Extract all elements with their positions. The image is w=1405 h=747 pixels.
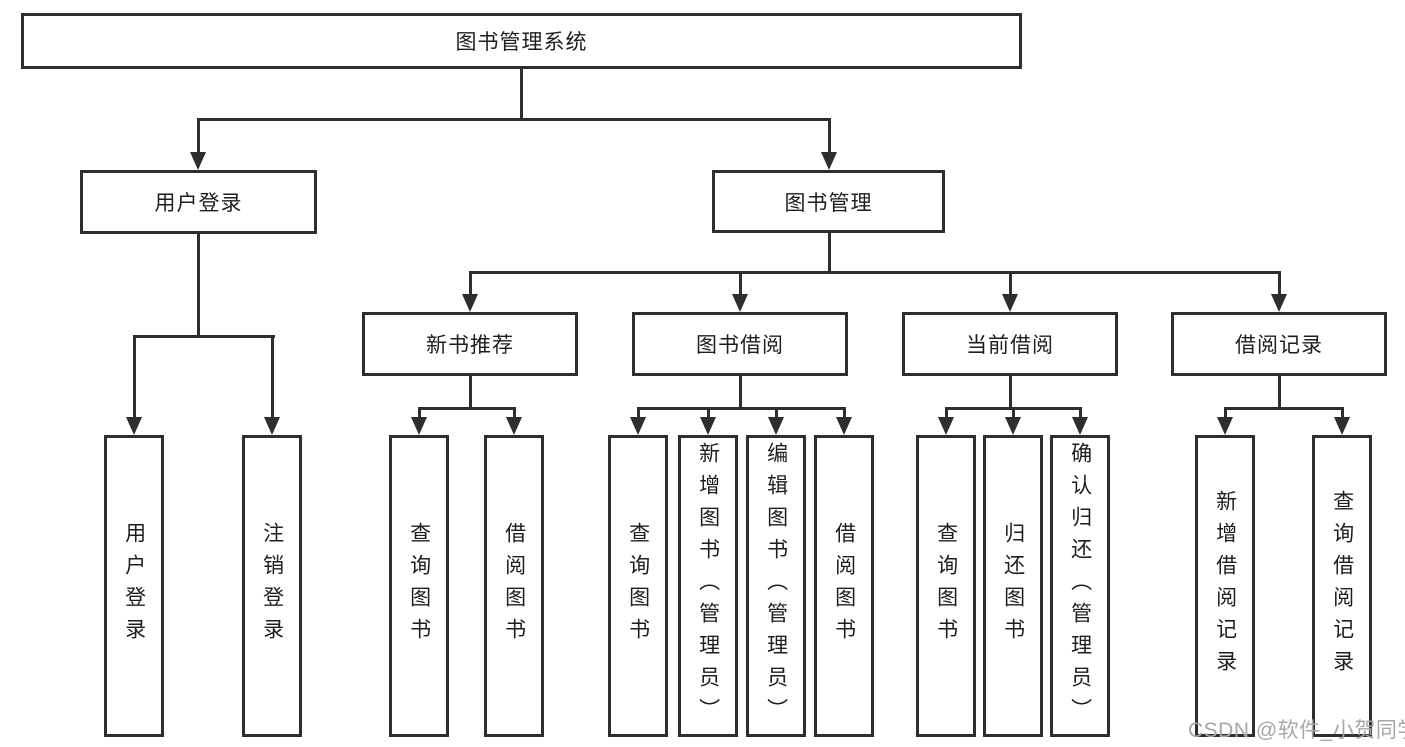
leaf-add-books-admin: 新增图书（管理员）	[678, 435, 738, 737]
leaf-user-login: 用户登录	[104, 435, 164, 737]
arrowhead	[1217, 417, 1233, 435]
connector-drop	[418, 407, 421, 420]
node-label: 图书管理系统	[455, 31, 588, 54]
node-label: 确认归还（管理员）	[1068, 442, 1092, 730]
leaf-query-books-recommend: 查询图书	[389, 435, 449, 737]
node-label: 查询图书	[934, 522, 958, 650]
leaf-edit-books-admin: 编辑图书（管理员）	[746, 435, 806, 737]
connector-new-book-stem	[469, 376, 472, 408]
leaf-borrow-books-recommend: 借阅图书	[484, 435, 544, 737]
leaf-return-books: 归还图书	[983, 435, 1043, 737]
connector-drop-book-borrow	[739, 271, 742, 296]
connector-drop	[1079, 407, 1082, 420]
connector-drop-logout	[271, 335, 274, 419]
arrowhead	[1072, 417, 1088, 435]
connector-book-mgmt-rail	[469, 271, 1281, 274]
arrowhead	[700, 417, 716, 435]
node-label: 借阅图书	[502, 522, 526, 650]
arrowhead	[462, 294, 478, 312]
node-label: 归还图书	[1001, 522, 1025, 650]
connector-root-stem	[520, 69, 523, 118]
arrowhead	[630, 417, 646, 435]
arrowhead	[938, 417, 954, 435]
connector-drop-book-management	[828, 118, 831, 154]
leaf-query-books-borrowing: 查询图书	[608, 435, 668, 737]
connector-drop-login	[133, 335, 136, 419]
node-label: 查询图书	[407, 522, 431, 650]
connector-drop	[945, 407, 948, 420]
leaf-query-borrow-record: 查询借阅记录	[1312, 435, 1372, 737]
node-label: 用户登录	[122, 522, 146, 650]
leaf-borrow-books-borrowing: 借阅图书	[814, 435, 874, 737]
connector-drop-current-borrow	[1009, 271, 1012, 296]
arrowhead	[506, 417, 522, 435]
node-new-book-recommendation: 新书推荐	[362, 312, 578, 376]
node-label: 查询借阅记录	[1330, 490, 1354, 682]
node-label: 当前借阅	[966, 334, 1054, 357]
node-label: 查询图书	[626, 522, 650, 650]
node-label: 用户登录	[154, 192, 243, 215]
connector-user-login-rail	[133, 335, 275, 338]
node-borrowing-records: 借阅记录	[1171, 312, 1387, 376]
leaf-logout: 注销登录	[242, 435, 302, 737]
arrowhead	[126, 417, 142, 435]
arrowhead	[1271, 294, 1287, 312]
connector-new-book-rail	[418, 407, 516, 410]
arrowhead	[190, 152, 206, 170]
node-label: 新增借阅记录	[1213, 490, 1237, 682]
arrowhead	[768, 417, 784, 435]
watermark: CSDN @软件_小贺同学	[1188, 719, 1405, 742]
arrowhead	[732, 294, 748, 312]
node-book-management: 图书管理	[712, 170, 945, 233]
connector-book-borrow-rail	[637, 407, 846, 410]
connector-drop-borrow-records	[1278, 271, 1281, 296]
connector-drop	[775, 407, 778, 420]
connector-borrow-records-stem	[1278, 376, 1281, 408]
connector-drop	[1224, 407, 1227, 420]
connector-drop	[843, 407, 846, 420]
connector-book-mgmt-stem	[828, 233, 831, 273]
connector-drop	[637, 407, 640, 420]
connector-drop	[1012, 407, 1015, 420]
connector-current-borrow-stem	[1009, 376, 1012, 408]
node-user-login: 用户登录	[80, 170, 317, 234]
leaf-add-borrow-record: 新增借阅记录	[1195, 435, 1255, 737]
node-label: 图书借阅	[696, 334, 784, 357]
arrowhead	[264, 417, 280, 435]
connector-drop-user-login	[197, 118, 200, 154]
arrowhead	[1005, 417, 1021, 435]
leaf-query-books-current: 查询图书	[916, 435, 976, 737]
node-label: 借阅图书	[832, 522, 856, 650]
node-book-borrowing: 图书借阅	[632, 312, 848, 376]
connector-drop-new-book	[469, 271, 472, 296]
connector-drop	[707, 407, 710, 420]
node-library-management-system: 图书管理系统	[21, 13, 1022, 69]
node-label: 借阅记录	[1235, 334, 1323, 357]
arrowhead	[836, 417, 852, 435]
arrowhead	[1334, 417, 1350, 435]
arrowhead	[821, 152, 837, 170]
connector-drop	[513, 407, 516, 420]
arrowhead	[411, 417, 427, 435]
arrowhead	[1002, 294, 1018, 312]
leaf-confirm-return-admin: 确认归还（管理员）	[1050, 435, 1110, 737]
connector-borrow-records-rail	[1224, 407, 1344, 410]
connector-root-rail	[197, 118, 831, 121]
node-label: 编辑图书（管理员）	[764, 442, 788, 730]
node-label: 图书管理	[784, 191, 873, 215]
connector-drop	[1341, 407, 1344, 420]
node-current-borrowing: 当前借阅	[902, 312, 1118, 376]
connector-book-borrow-stem	[739, 376, 742, 408]
connector-user-login-stem	[197, 234, 200, 335]
node-label: 新增图书（管理员）	[696, 442, 720, 730]
node-label: 新书推荐	[426, 334, 514, 357]
node-label: 注销登录	[260, 522, 284, 650]
